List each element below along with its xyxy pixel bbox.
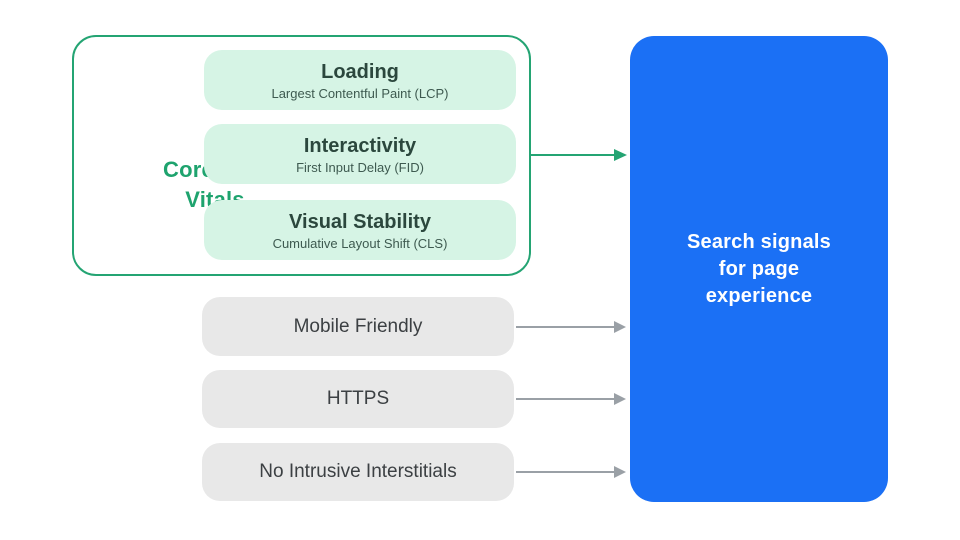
vital-subtitle: Largest Contentful Paint (LCP) [271, 85, 449, 101]
arrow-head-icon [614, 466, 626, 478]
arrow-shaft [516, 398, 614, 400]
signal-box-https: HTTPS [202, 370, 514, 428]
signal-label: HTTPS [326, 388, 390, 409]
interstitials-to-signals-arrow [516, 464, 626, 480]
arrow-head-icon [614, 149, 627, 161]
arrow-shaft [516, 326, 614, 328]
vital-box-visual-stability: Visual Stability Cumulative Layout Shift… [204, 200, 516, 260]
arrow-head-icon [614, 393, 626, 405]
signal-box-mobile-friendly: Mobile Friendly [202, 297, 514, 356]
cwv-to-signals-arrow [531, 147, 627, 163]
vital-box-loading: Loading Largest Contentful Paint (LCP) [204, 50, 516, 110]
vital-title: Loading [321, 60, 399, 83]
arrow-head-icon [614, 321, 626, 333]
search-signals-label: Search signals for page experience [687, 230, 831, 307]
vital-box-interactivity: Interactivity First Input Delay (FID) [204, 124, 516, 184]
arrow-shaft [531, 153, 614, 157]
vital-subtitle: Cumulative Layout Shift (CLS) [272, 235, 448, 251]
search-signals-result-box: Search signals for page experience [630, 36, 888, 502]
signal-label: Mobile Friendly [293, 315, 423, 337]
arrow-shaft [516, 471, 614, 473]
vital-title: Interactivity [303, 134, 417, 157]
signal-box-no-intrusive-interstitials: No Intrusive Interstitials [202, 443, 514, 501]
vital-title: Visual Stability [289, 210, 431, 233]
mobile-friendly-to-signals-arrow [516, 319, 626, 335]
https-to-signals-arrow [516, 391, 626, 407]
core-web-vitals-group: Core Web Vitals Loading Largest Contentf… [72, 35, 531, 276]
vital-subtitle: First Input Delay (FID) [296, 159, 424, 175]
signal-label: No Intrusive Interstitials [259, 461, 457, 482]
